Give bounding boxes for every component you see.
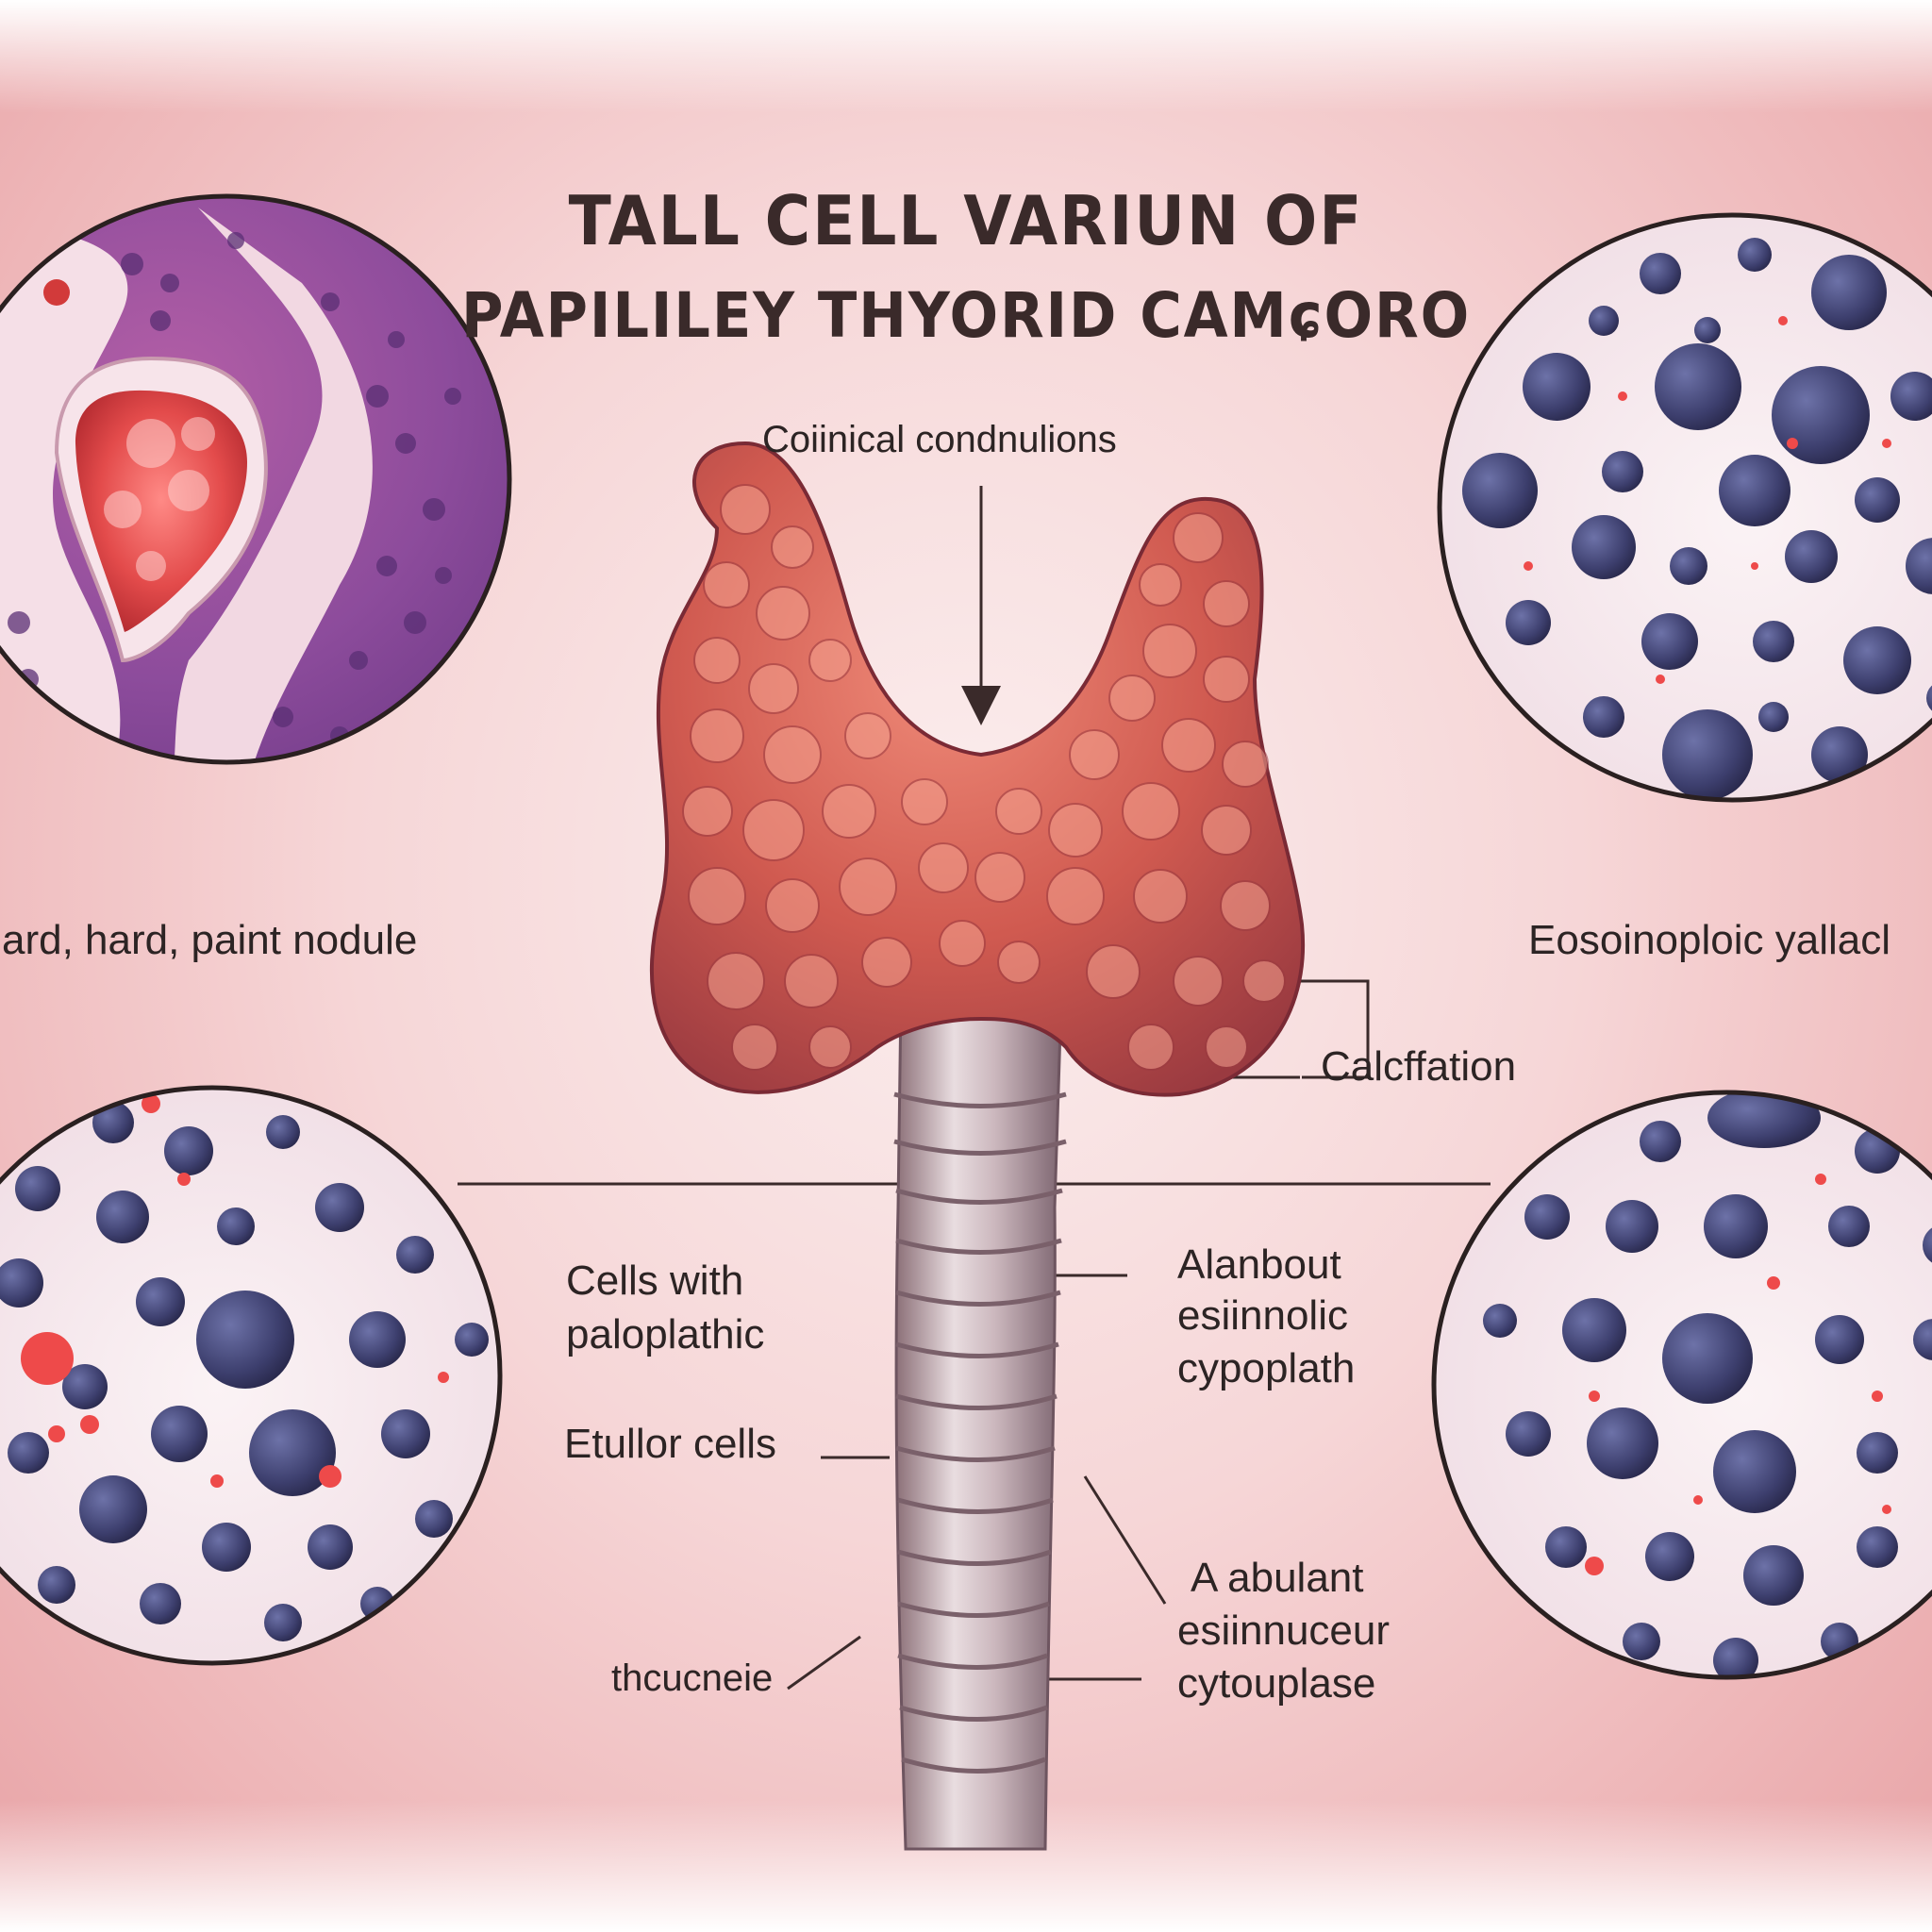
label-paloplathic: paloplathic [566,1311,765,1357]
label-abulant-1: A abulant [1191,1555,1364,1601]
title-line-2: PAPILILEY THYORID CAMɕORO [460,279,1472,352]
thyroid-gland [649,441,1306,1097]
trachea [893,998,1067,1851]
label-clinical-conditions: Coiinical condnulions [762,419,1117,460]
label-alanbout-3: cypoplath [1177,1345,1356,1391]
micrograph-top-right [1437,212,1932,803]
label-eosinophilic: Eosoinoploic yallacl [1528,917,1890,963]
label-thcucneie: thcucneie [611,1657,774,1699]
micrograph-bottom-left [0,1085,503,1666]
micrograph-top-left [0,193,512,765]
label-alanbout-1: Alanbout [1177,1241,1341,1288]
label-abulant-2: esiinnuceur [1177,1607,1391,1654]
label-calcification: Calcffation [1321,1043,1517,1090]
label-abulant-3: cytouplase [1177,1660,1376,1707]
label-alanbout-2: esiinnolic [1177,1292,1348,1339]
label-cells-with: Cells with [566,1257,744,1304]
micrograph-bottom-right [1431,1090,1932,1680]
label-etullor-cells: Etullor cells [564,1421,776,1467]
title-line-1: TALL CELL VARIUN OF [568,181,1364,260]
label-nodule: ard, hard, paint nodule [2,917,418,963]
